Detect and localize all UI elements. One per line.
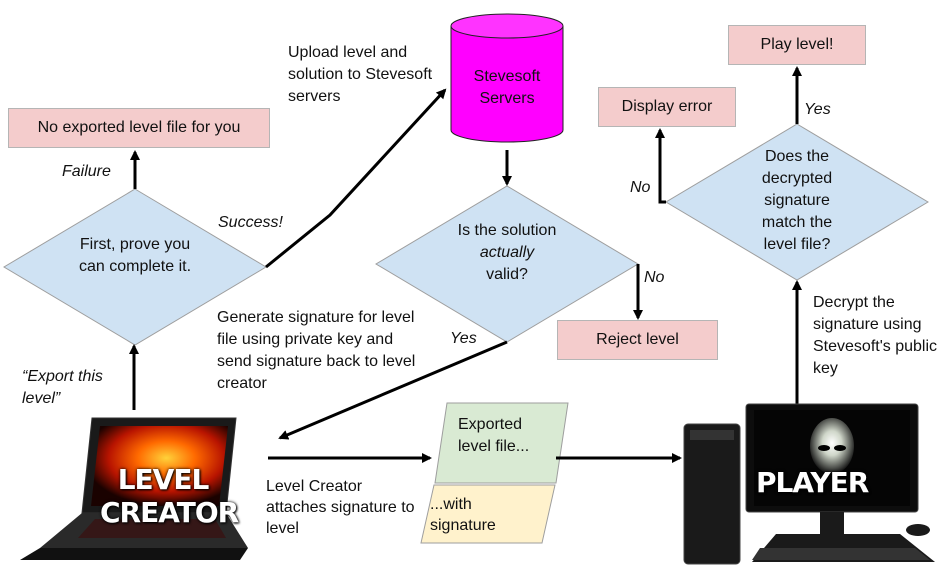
valid-decision-text: Is the solution actually valid? [455,220,559,286]
export-request-label: “Export this level” [22,368,103,407]
display-error-text: Display error [621,98,713,115]
connectors [129,66,802,463]
exported-file-shape [434,402,569,484]
server-label: Stevesoft Servers [473,68,541,107]
desktop-illustration [683,403,935,565]
reject-level-text: Reject level [596,331,679,348]
play-level-box: Play level! [728,25,866,65]
yes-match-label: Yes [804,101,831,118]
arrow-display-error [655,128,666,204]
yes-valid-label: Yes [450,330,477,347]
arrow-signature-back [278,340,508,440]
no-match-label: No [630,179,651,196]
generate-label: Generate signature for level file using … [217,309,416,392]
valid-decision-post: valid? [486,266,528,283]
upload-label: Upload level and solution to Stevesoft s… [288,44,433,105]
reject-level-box: Reject level [557,320,718,360]
arrow-success-upload [265,88,447,269]
failure-label: Failure [62,163,111,180]
success-label: Success! [218,214,283,231]
valid-decision-em: actually [479,244,535,261]
match-decision-text: Does the decrypted signature match the l… [761,148,833,253]
signature-file-text: ...with signature [430,496,496,534]
server-cylinder [450,13,564,143]
decrypt-label: Decrypt the signature using Stevesoft's … [813,294,938,377]
valid-decision-pre: Is the solution [457,222,557,239]
exported-file-text: Exported level file... [458,416,530,455]
no-export-box: No exported level file for you [8,108,270,148]
display-error-box: Display error [598,87,736,127]
no-valid-label: No [644,269,665,286]
play-level-text: Play level! [760,36,834,53]
no-export-text: No exported level file for you [37,119,241,136]
attaches-label: Level Creator attaches signature to leve… [266,478,415,537]
prove-decision-text: First, prove you can complete it. [78,236,192,275]
laptop-illustration [20,417,248,560]
signature-file-shape [420,484,556,544]
laptop-label: LEVEL CREATOR [100,463,239,529]
desktop-label: PLAYER [756,466,869,499]
